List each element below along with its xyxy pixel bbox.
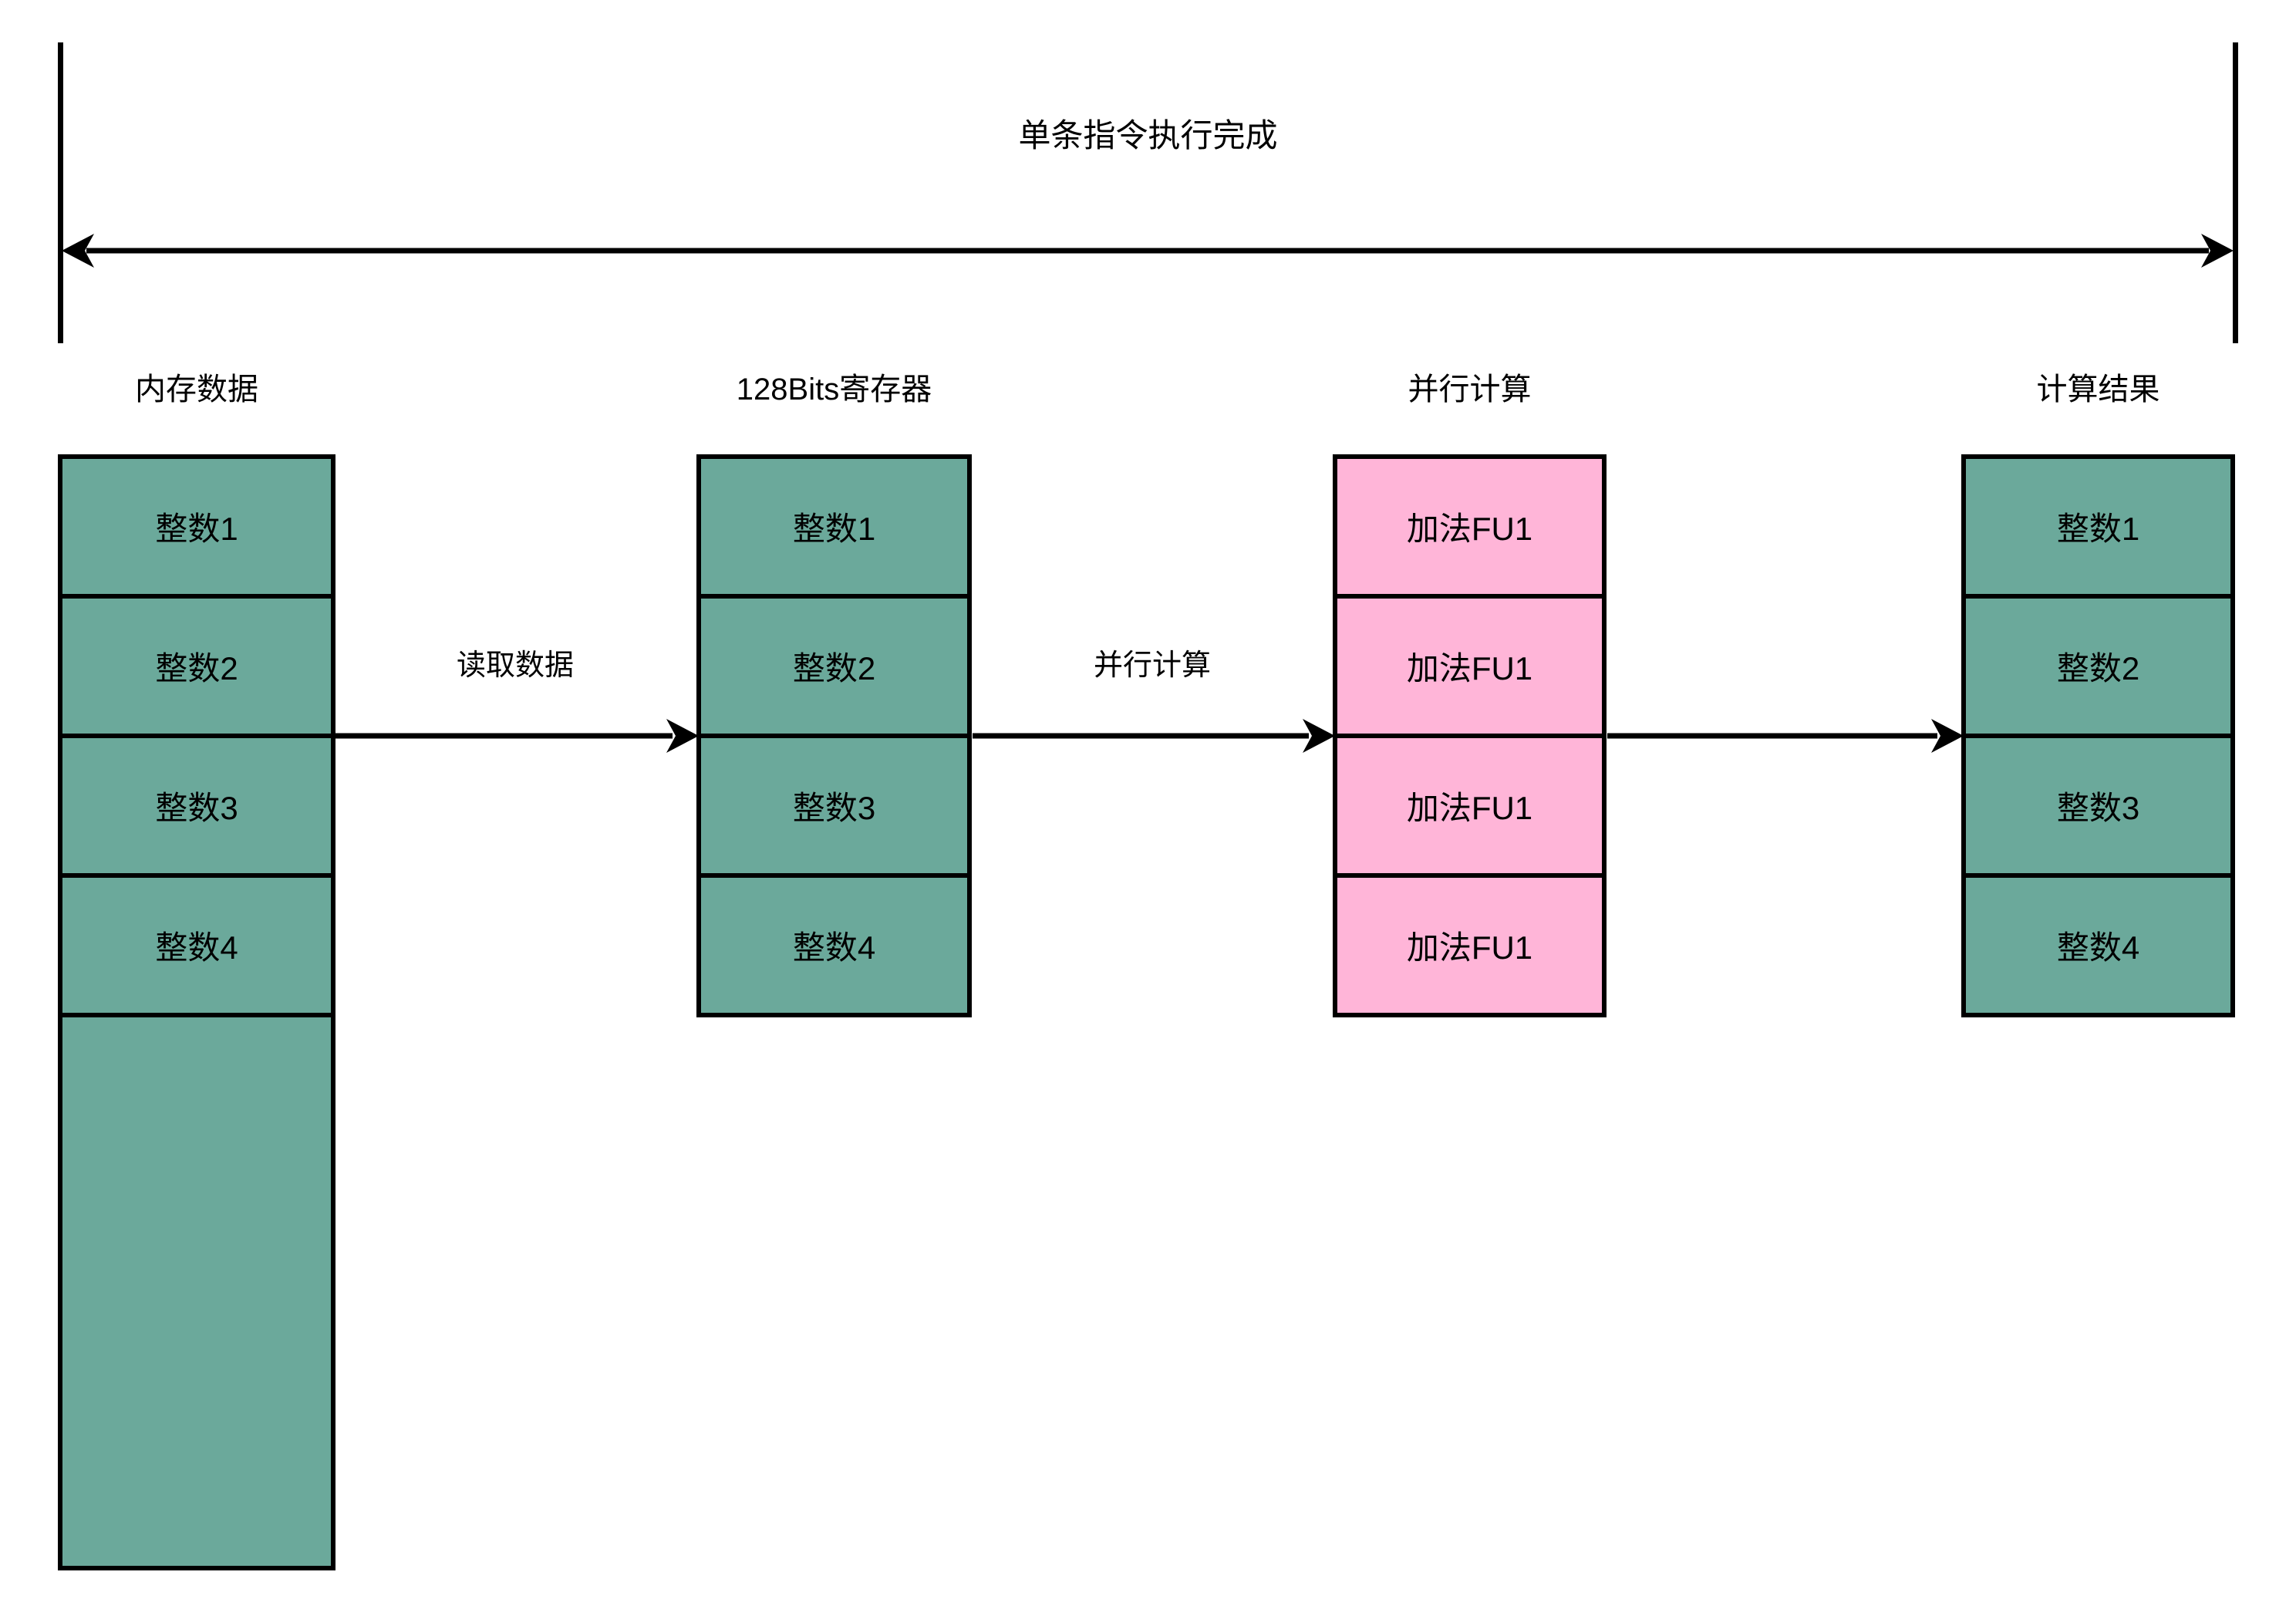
memory-cell-4: 整数4 bbox=[58, 873, 335, 1017]
timeline-end-bar bbox=[2233, 42, 2238, 343]
adder-fu-cell-3: 加法FU1 bbox=[1333, 734, 1607, 878]
register-cell-2: 整数2 bbox=[696, 594, 972, 738]
compute-column: 加法FU1 加法FU1 加法FU1 加法FU1 bbox=[1333, 454, 1607, 1017]
arrowhead-right-icon bbox=[1303, 719, 1335, 753]
timeline-label: 单条指令执行完成 bbox=[1018, 117, 1278, 153]
arrowhead-right-icon bbox=[2201, 234, 2234, 268]
timeline-start-bar bbox=[58, 42, 63, 343]
parallel-compute-arrow-label: 并行计算 bbox=[1093, 649, 1211, 682]
register-cell-1: 整数1 bbox=[696, 454, 972, 599]
adder-fu-cell-4: 加法FU1 bbox=[1333, 873, 1607, 1017]
register-column: 整数1 整数2 整数3 整数4 bbox=[696, 454, 972, 1017]
parallel-compute-arrow bbox=[973, 719, 1335, 753]
arrowhead-left-icon bbox=[62, 234, 94, 268]
timeline-span-arrow bbox=[62, 234, 2234, 268]
column-header-memory: 内存数据 bbox=[135, 373, 258, 406]
result-column: 整数1 整数2 整数3 整数4 bbox=[1961, 454, 2235, 1017]
column-header-result: 计算结果 bbox=[2036, 373, 2160, 406]
result-cell-2: 整数2 bbox=[1961, 594, 2235, 738]
memory-cell-empty bbox=[58, 1013, 335, 1570]
memory-cell-1: 整数1 bbox=[58, 454, 335, 599]
memory-column: 整数1 整数2 整数3 整数4 bbox=[58, 454, 335, 1570]
adder-fu-cell-1: 加法FU1 bbox=[1333, 454, 1607, 599]
result-cell-1: 整数1 bbox=[1961, 454, 2235, 599]
column-header-register: 128Bits寄存器 bbox=[736, 373, 932, 406]
register-cell-3: 整数3 bbox=[696, 734, 972, 878]
register-cell-4: 整数4 bbox=[696, 873, 972, 1017]
column-header-parallel-compute: 并行计算 bbox=[1408, 373, 1532, 406]
result-cell-4: 整数4 bbox=[1961, 873, 2235, 1017]
read-data-arrow bbox=[335, 719, 699, 753]
memory-cell-3: 整数3 bbox=[58, 734, 335, 878]
memory-cell-2: 整数2 bbox=[58, 594, 335, 738]
result-arrow bbox=[1607, 719, 1964, 753]
arrowhead-right-icon bbox=[1931, 719, 1964, 753]
result-cell-3: 整数3 bbox=[1961, 734, 2235, 878]
adder-fu-cell-2: 加法FU1 bbox=[1333, 594, 1607, 738]
read-data-arrow-label: 读取数据 bbox=[456, 649, 574, 682]
arrowhead-right-icon bbox=[666, 719, 699, 753]
